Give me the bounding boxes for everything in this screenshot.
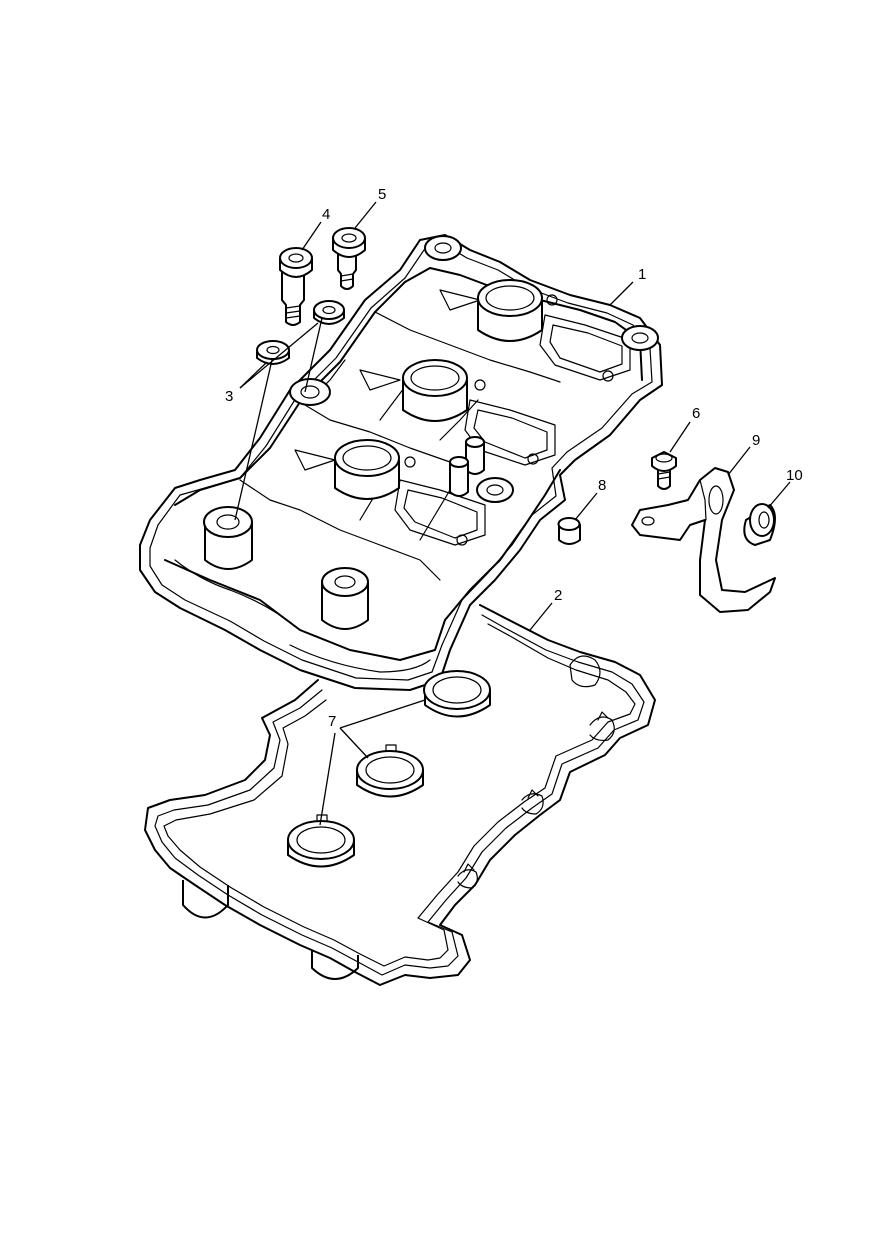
callout-4: 4 — [322, 206, 330, 223]
plug-boss-1 — [477, 279, 543, 342]
plug-boss-2 — [402, 359, 468, 422]
callout-10: 10 — [786, 467, 803, 484]
callout-3: 3 — [225, 388, 233, 405]
callout-labels: 1 2 3 4 5 6 7 8 9 10 — [225, 186, 803, 730]
leader-lines — [234, 201, 791, 826]
mount-hole-rear-right — [621, 325, 659, 351]
callout-6: 6 — [692, 405, 700, 422]
hose-bracket — [631, 467, 776, 613]
callout-8: 8 — [598, 477, 606, 494]
mount-hole-center-right — [476, 477, 514, 503]
blanking-plug — [557, 517, 581, 545]
cam-cover — [139, 234, 663, 691]
plug-seal-3 — [287, 814, 355, 868]
plug-boss-3 — [334, 439, 400, 500]
bolt-short — [332, 227, 366, 290]
callout-1: 1 — [638, 266, 646, 283]
bracket-bolt — [651, 451, 677, 490]
callout-9: 9 — [752, 432, 760, 449]
plug-seal-2 — [356, 744, 424, 798]
callout-2: 2 — [554, 587, 562, 604]
grommet — [743, 503, 776, 546]
mount-hole-rear-left — [424, 235, 462, 261]
mount-hole-front-right — [321, 567, 369, 630]
callout-7: 7 — [328, 713, 336, 730]
washer-upper — [313, 300, 345, 325]
bolt-long — [279, 247, 313, 326]
mount-hole-middle — [289, 378, 331, 406]
mount-hole-front-left — [203, 506, 253, 570]
plug-seal-1 — [423, 670, 491, 718]
cover-gasket — [144, 604, 656, 986]
callout-5: 5 — [378, 186, 386, 203]
